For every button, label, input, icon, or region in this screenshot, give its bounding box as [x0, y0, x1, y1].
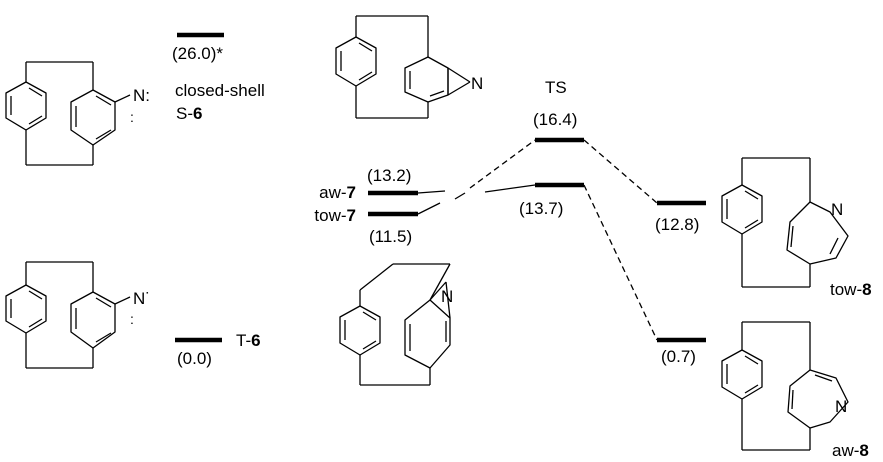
label-aw7: aw-7: [319, 183, 356, 202]
connector-TS-upper-tow8: [583, 139, 658, 204]
energy-TS-upper: (16.4): [533, 110, 577, 129]
energy-aw8: (0.7): [661, 347, 696, 366]
label-aw8: aw-8: [832, 441, 869, 460]
energy-TS-lower: (13.7): [519, 199, 563, 218]
unpaired-dots-T: :: [130, 311, 134, 327]
energy-T6: (0.0): [177, 349, 212, 368]
molecule-azirine-top: [335, 15, 471, 119]
atom-nitrene-T: N˙: [133, 289, 151, 308]
label-T6: T-6: [236, 331, 261, 350]
connector-tow7: [417, 202, 441, 215]
molecule-tow8: [721, 157, 849, 288]
label-S6-line1: closed-shell: [175, 81, 265, 100]
molecule-S6: [5, 61, 131, 166]
energy-aw7: (13.2): [367, 166, 411, 185]
lone-pair-dots-S: :: [130, 109, 134, 125]
connector-TS-lower-aw8: [583, 184, 658, 341]
molecule-aw8: [721, 321, 849, 451]
atom-azepine-tow-N: N: [831, 200, 843, 219]
molecule-azirine-bottom: [339, 263, 451, 386]
energy-tow7: (11.5): [369, 227, 412, 246]
energy-tow8: (12.8): [655, 215, 699, 234]
energy-S6: (26.0)*: [172, 44, 223, 63]
molecule-T6: [5, 261, 131, 369]
connector-gap: [454, 192, 466, 200]
connector-tow7-TS-upper: [469, 139, 536, 189]
atom-azirine-bottom-N: N: [441, 287, 453, 306]
label-tow7: tow-7: [314, 206, 356, 225]
connector-TS-lower-in: [484, 184, 536, 193]
atom-azirine-top-N: N: [471, 74, 483, 93]
connector-aw7-TS: [417, 190, 446, 194]
atom-azepine-aw-N: N: [835, 397, 847, 416]
label-S6: S-6: [176, 104, 202, 123]
label-TS: TS: [545, 78, 567, 97]
label-tow8: tow-8: [830, 280, 872, 299]
atom-nitrene-S: N:: [133, 86, 150, 105]
